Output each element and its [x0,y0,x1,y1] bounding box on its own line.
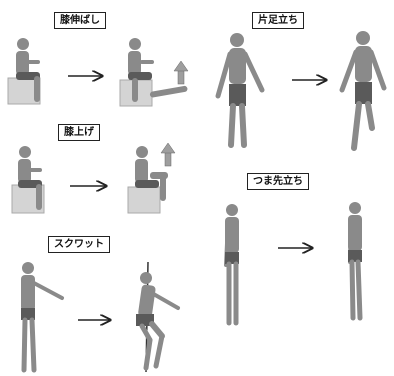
figure-knee-raise-end [128,146,168,213]
figure-single-leg-stand-end [342,31,384,148]
figure-tiptoe-stand-end [348,202,362,318]
figure-squat-end [136,262,178,372]
figure-tiptoe-stand-start [225,204,239,323]
figure-knee-extension-start [8,38,40,104]
figure-knee-raise-start [12,146,44,213]
figure-squat-start [21,262,62,370]
up-arrow-icon [174,61,188,84]
figure-single-leg-stand-start [218,33,262,145]
up-arrow-icon [161,143,175,166]
